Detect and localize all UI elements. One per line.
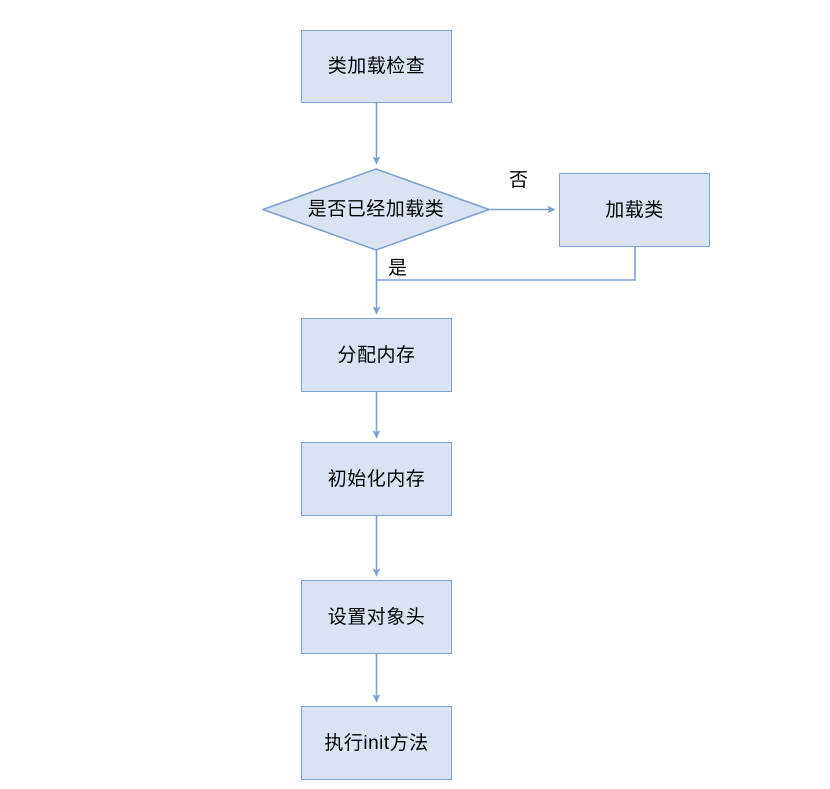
node-class-load-check[interactable]: 类加载检查 (301, 30, 452, 103)
node-set-object-header[interactable]: 设置对象头 (301, 580, 452, 654)
node-set-object-header-label: 设置对象头 (327, 606, 426, 628)
node-init-memory[interactable]: 初始化内存 (301, 442, 452, 516)
node-execute-init-method[interactable]: 执行init方法 (301, 706, 452, 780)
node-execute-init-method-label: 执行init方法 (324, 732, 429, 754)
node-allocate-memory-label: 分配内存 (337, 344, 416, 366)
node-is-class-loaded-label: 是否已经加载类 (307, 199, 445, 220)
edge-label-yes: 是 (388, 258, 408, 279)
node-load-class[interactable]: 加载类 (559, 173, 710, 247)
node-is-class-loaded[interactable]: 是否已经加载类 (262, 168, 490, 251)
edge-label-no: 否 (509, 170, 529, 191)
edge-loadclass-return (376, 247, 636, 281)
node-allocate-memory[interactable]: 分配内存 (301, 318, 452, 392)
node-load-class-label: 加载类 (605, 199, 664, 221)
node-class-load-check-label: 类加载检查 (327, 56, 426, 77)
diamond-shape (262, 168, 490, 251)
node-init-memory-label: 初始化内存 (327, 468, 426, 490)
